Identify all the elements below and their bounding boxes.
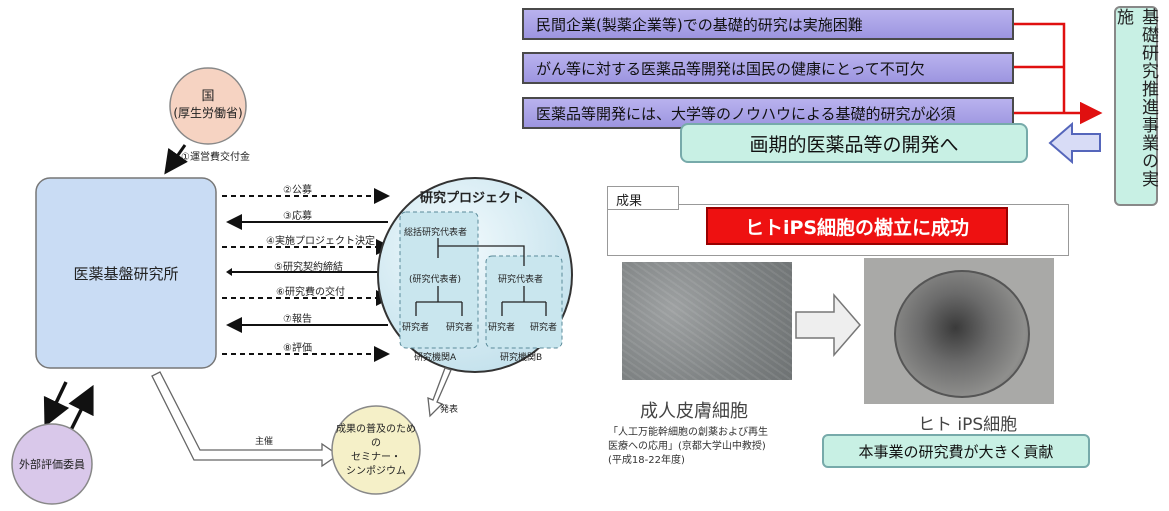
country-title: 国 — [201, 89, 215, 104]
results-tab: 成果 — [607, 186, 679, 210]
label-decide: ④実施プロジェクト決定 — [266, 236, 375, 247]
institution-a-label: 研究機関A — [414, 353, 457, 363]
announce-label: 発表 — [440, 405, 459, 415]
seminar-line3: シンポジウム — [346, 466, 406, 477]
project-title: 研究プロジェクト — [420, 191, 525, 206]
skin-cell-caption: 成人皮膚細胞 — [640, 401, 748, 422]
funding-label: ①運営費交付金 — [181, 152, 250, 163]
announce-arrow — [427, 367, 452, 418]
statement-2: がん等に対する医薬品等開発は国民の健康にとって不可欠 — [522, 52, 1014, 84]
researcher-a1: 研究者 — [402, 323, 430, 333]
eval-arrow-up — [68, 384, 94, 433]
statement-3: 医薬品等開発には、大学等のノウハウによる基礎的研究が必須 — [522, 97, 1014, 129]
seminar-line1: 成果の普及のための — [336, 424, 416, 449]
researcher-b2: 研究者 — [530, 323, 558, 333]
program-label: 基礎研究推進事業の実施 — [1113, 8, 1158, 188]
label-apply: ③応募 — [283, 211, 312, 222]
exchange-arrows — [222, 188, 394, 362]
eval-arrow-down — [43, 381, 70, 428]
skin-cell-photo — [622, 262, 792, 380]
seminar-label: 成果の普及のための セミナー・ シンポジウム — [332, 424, 420, 478]
citation-line3: (平成18-22年度) — [608, 455, 685, 466]
transition-arrow — [795, 292, 861, 358]
red-bracket-arrows — [1014, 22, 1103, 125]
citation: 「人工万能幹細胞の創薬および再生 医療への応用」(京都大学山中教授) (平成18… — [608, 426, 768, 468]
researcher-b1: 研究者 — [488, 323, 516, 333]
label-evaluate: ⑧評価 — [283, 343, 312, 354]
goal-box: 画期的医薬品等の開発へ — [680, 123, 1028, 163]
project-rep-b: 研究代表者 — [498, 275, 544, 285]
achievement-banner: ヒトiPS細胞の樹立に成功 — [706, 207, 1008, 245]
citation-line2: 医療への応用」(京都大学山中教授) — [608, 441, 766, 452]
project-lead: 総括研究代表者 — [404, 228, 468, 238]
org-tree-lines — [415, 238, 547, 316]
citation-line1: 「人工万能幹細胞の創薬および再生 — [608, 427, 768, 438]
statement-1: 民間企業(製薬企業等)での基礎的研究は実施困難 — [522, 8, 1014, 40]
country-subtitle: (厚生労働省) — [173, 106, 243, 120]
goal-arrow — [1048, 121, 1101, 165]
researcher-a2: 研究者 — [446, 323, 474, 333]
host-label: 主催 — [255, 437, 274, 447]
project-rep-a: (研究代表者) — [409, 275, 462, 285]
seminar-line2: セミナー・ — [351, 452, 401, 463]
label-call: ②公募 — [283, 185, 312, 196]
ips-cell-caption: ヒト iPS細胞 — [918, 415, 1018, 435]
host-arrow — [151, 371, 340, 468]
program-panel: 基礎研究推進事業の実施 — [1113, 6, 1158, 206]
country-label: 国 (厚生労働省) — [170, 84, 246, 126]
funding-arrow — [164, 144, 188, 175]
country-circle — [169, 67, 247, 145]
institute-box — [35, 177, 217, 369]
institution-b-label: 研究機関B — [500, 353, 543, 363]
evaluation-circle — [11, 423, 93, 505]
label-report: ⑦報告 — [283, 314, 312, 325]
institute-name: 医薬基盤研究所 — [73, 264, 179, 283]
label-grant: ⑥研究費の交付 — [276, 287, 345, 298]
seminar-circle — [331, 405, 421, 495]
evaluation-label: 外部評価委員 — [19, 458, 85, 471]
label-contract: ⑤研究契約締結 — [274, 262, 343, 273]
ips-cell-photo — [864, 258, 1054, 404]
contribution-box: 本事業の研究費が大きく貢献 — [822, 434, 1090, 468]
